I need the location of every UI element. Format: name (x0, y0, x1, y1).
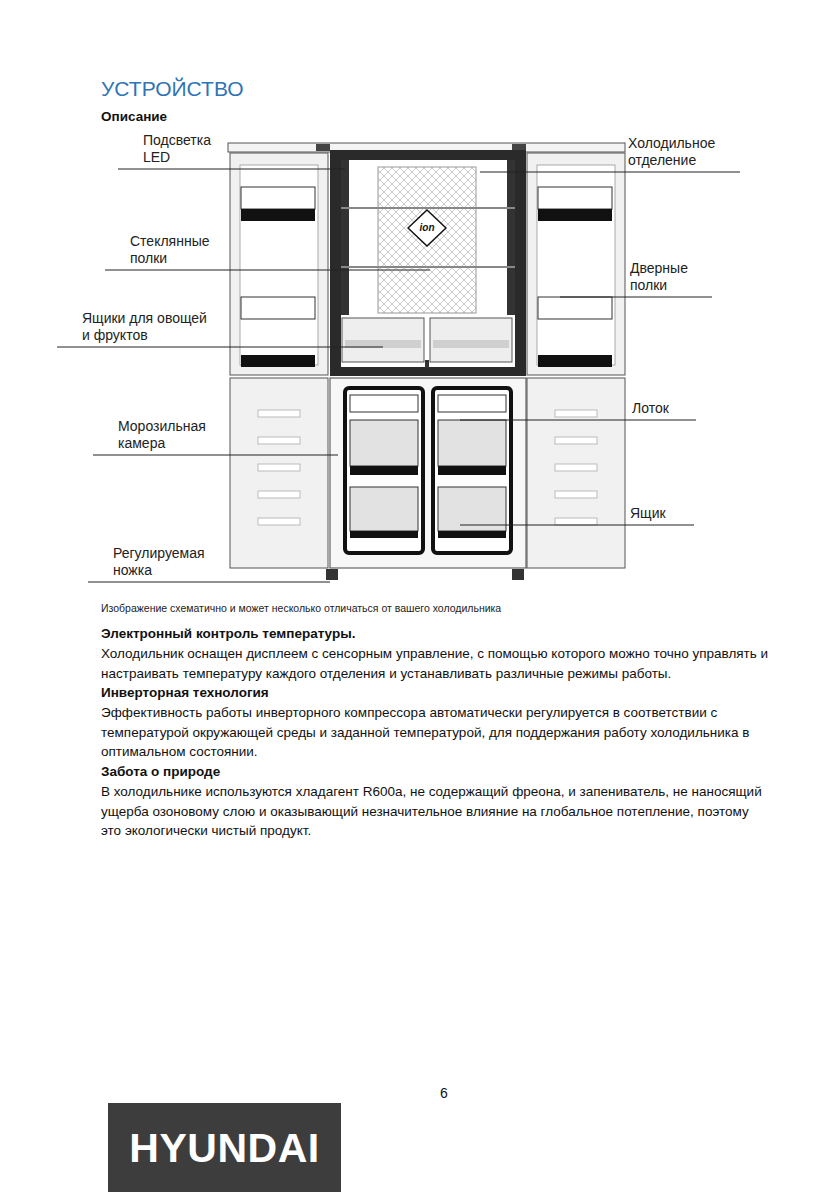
diamond-outline (408, 210, 446, 246)
side-wall (507, 160, 515, 315)
callout-holder: Подсветка LED (143, 132, 235, 166)
callout-label: Дверные полки (630, 260, 708, 294)
body-heading: Инверторная технология (101, 683, 769, 703)
badge-text: ion (420, 222, 435, 234)
leader-line (480, 172, 740, 173)
callout-label: Холодильное отделение (628, 135, 736, 169)
caption-holder: Изображение схематично и может несколько… (101, 602, 761, 615)
freezer-door (230, 378, 328, 568)
freezer-door (527, 378, 625, 568)
body-paragraph: В холодильнике используются хладагент R6… (101, 782, 769, 841)
body-holder: Инверторная технология (101, 683, 769, 703)
body-holder: Электронный контроль температуры. (101, 624, 769, 644)
body-heading: Электронный контроль температуры. (101, 624, 769, 644)
door-shelf (241, 297, 315, 319)
fridge-inner (341, 160, 515, 367)
page-number: 6 (434, 1084, 454, 1102)
leader-line (460, 525, 694, 526)
callout-holder: Регулируемая ножка (113, 545, 223, 579)
adjustable-foot (326, 569, 338, 580)
leader-line (118, 169, 345, 170)
leader-line (105, 270, 430, 271)
crisper-drawer (430, 318, 512, 362)
door-shelf-bar (538, 355, 612, 367)
door-shelf-bar (538, 209, 612, 221)
freezer-drawers (350, 395, 506, 538)
divider (425, 360, 429, 368)
figure-caption: Изображение схематично и может несколько… (101, 602, 761, 615)
section-title: УСТРОЙСТВО (101, 76, 501, 102)
hinge (512, 144, 526, 151)
leader-line (560, 297, 712, 298)
glass-shelf (341, 207, 515, 209)
title-holder: УСТРОЙСТВО (101, 76, 501, 102)
door-shelf-bar (241, 209, 315, 221)
freezer-body (330, 378, 526, 568)
brand-logo: HYUNDAI (108, 1103, 341, 1192)
body-holder: Эффективность работы инверторного компре… (101, 703, 769, 762)
door-panel (240, 165, 318, 365)
door-panel (537, 165, 615, 365)
callout-holder: Ящики для овощей и фруктов (82, 310, 210, 344)
door (527, 153, 625, 375)
callout-label: Регулируемая ножка (113, 545, 223, 579)
callout-label: Ящики для овощей и фруктов (82, 310, 210, 344)
leader-line (460, 420, 696, 421)
callout-holder: Лоток (632, 400, 692, 417)
callout-holder: Морозильная камера (118, 418, 218, 452)
callout-label: Ящик (630, 505, 690, 522)
drawer-front (433, 340, 509, 348)
door-shelf (538, 187, 612, 209)
subheading: Описание (101, 108, 301, 126)
leader-line (57, 347, 383, 348)
callout-label: Лоток (632, 400, 692, 417)
callout-holder: Дверные полки (630, 260, 708, 294)
body-holder: Холодильник оснащен дисплеем с сенсорным… (101, 644, 769, 683)
freezer-column (433, 388, 511, 553)
callout-label: Подсветка LED (143, 132, 235, 166)
door-shelf (241, 187, 315, 209)
door-shelf-bar (241, 355, 315, 367)
body-paragraph: Холодильник оснащен дисплеем с сенсорным… (101, 644, 769, 683)
fridge-frame (330, 150, 526, 376)
hinge (316, 144, 330, 151)
callout-holder: Стеклянные полки (130, 233, 225, 267)
leader-line (88, 582, 330, 583)
freezer-column (345, 388, 423, 553)
ion-badge: ion (407, 209, 447, 247)
brand-name: HYUNDAI (129, 1124, 319, 1172)
glass-shelf (341, 266, 515, 268)
door (230, 153, 328, 375)
leader-line (93, 455, 338, 456)
body-holder: Забота о природе (101, 762, 769, 782)
body-heading: Забота о природе (101, 762, 769, 782)
subhead-holder: Описание (101, 108, 301, 126)
page-number-holder: 6 (434, 1084, 454, 1102)
body-holder: В холодильнике используются хладагент R6… (101, 782, 769, 841)
callout-holder: Холодильное отделение (628, 135, 736, 169)
callout-holder: Ящик (630, 505, 690, 522)
adjustable-foot (512, 569, 524, 580)
door-shelf (538, 297, 612, 319)
body-paragraph: Эффективность работы инверторного компре… (101, 703, 769, 762)
mesh-panel (378, 167, 476, 313)
callout-label: Стеклянные полки (130, 233, 225, 267)
callout-label: Морозильная камера (118, 418, 218, 452)
crisper-drawer (342, 318, 424, 362)
side-wall (341, 160, 349, 315)
